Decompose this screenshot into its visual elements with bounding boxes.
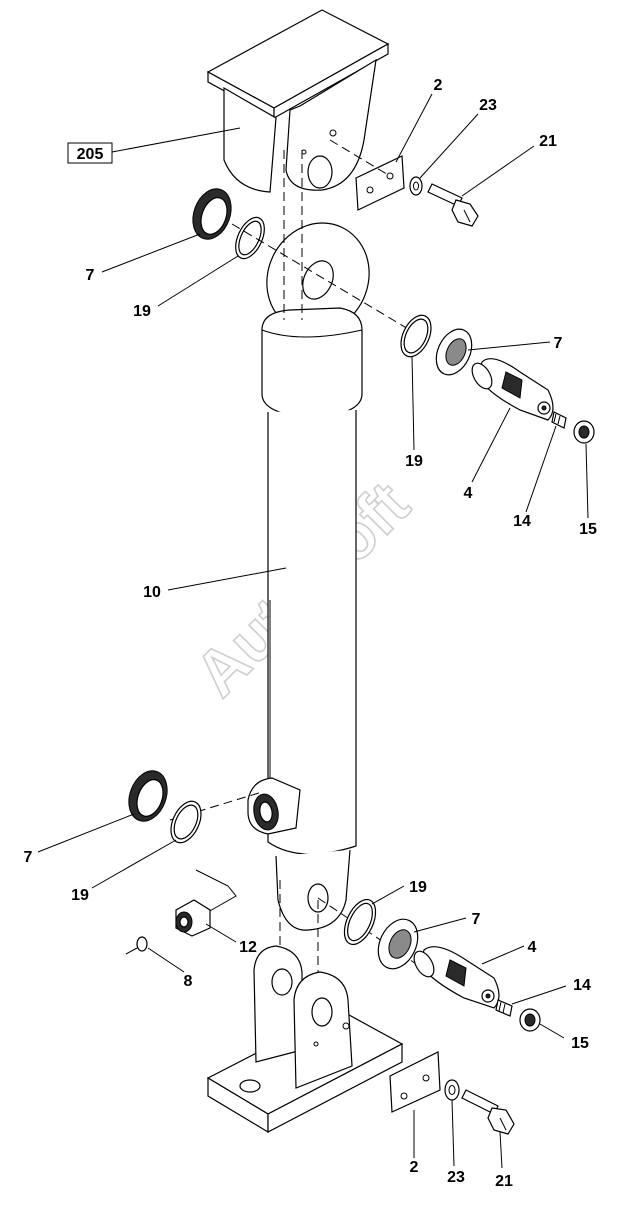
hydraulic-fitting-part-12 [175,899,211,937]
reference-box-frame [67,142,113,164]
oring-part-19-upper-left [235,216,265,260]
reference-box-label: 205 [77,146,104,163]
seal-part-7-upper-right [435,328,473,376]
cap-part-15-lower [519,1008,541,1032]
washer-part-23-top [409,176,423,196]
callout-19-lower-left: 19 [71,887,89,904]
leader-lines [37,93,589,1169]
callout-19-upper-left: 19 [133,303,151,320]
oring-part-19-lower-right [343,898,377,946]
grease-fitting-part-14-lower [495,999,513,1017]
callout-19-upper-right: 19 [405,453,423,470]
top-mounting-bracket [206,9,390,193]
callout-21-bottom: 21 [495,1173,513,1190]
plate-part-2-bottom [389,1051,441,1113]
callout-10: 10 [143,584,161,601]
callout-15-lower: 15 [571,1035,589,1052]
callout-7-upper-left: 7 [86,267,95,284]
hydraulic-cylinder-part-10 [247,222,370,931]
callout-7-upper-right: 7 [554,335,563,352]
callout-7-lower-left: 7 [24,849,33,866]
seal-part-7-upper-left [192,188,232,240]
callout-23-bottom: 23 [447,1169,465,1186]
callout-labels: 2 23 21 7 19 7 19 4 14 15 10 7 19 19 7 4… [24,77,597,1190]
callout-23-top: 23 [479,97,497,114]
callout-14-lower: 14 [573,977,591,994]
bottom-mounting-bracket [206,945,404,1134]
plate-part-2-top [355,155,405,211]
callout-7-lower-right: 7 [472,911,481,928]
callout-19-lower-right: 19 [409,879,427,896]
bolt-part-21-bottom [461,1089,515,1135]
seal-part-7-lower-right [377,918,419,970]
cap-part-15-upper [573,420,595,444]
callout-14-upper: 14 [513,513,531,530]
washer-part-23-bottom [444,1079,460,1101]
callout-2-top: 2 [434,77,443,94]
grease-fitting-part-14-upper [551,411,567,429]
oring-part-19-lower-left [170,800,202,844]
washer-part-8 [125,936,148,955]
bolt-part-21-top [427,183,479,227]
callout-2-bottom: 2 [410,1159,419,1176]
pin-part-4-upper [471,358,554,421]
callout-21-top: 21 [539,133,557,150]
seal-part-7-lower-left [128,770,168,822]
callout-4-upper: 4 [464,485,473,502]
pin-part-4-lower [413,946,500,1009]
callout-8: 8 [184,973,193,990]
oring-part-19-upper-right [400,314,432,358]
callout-12: 12 [239,939,257,956]
callout-4-lower: 4 [528,939,537,956]
callout-15-upper: 15 [579,521,597,538]
